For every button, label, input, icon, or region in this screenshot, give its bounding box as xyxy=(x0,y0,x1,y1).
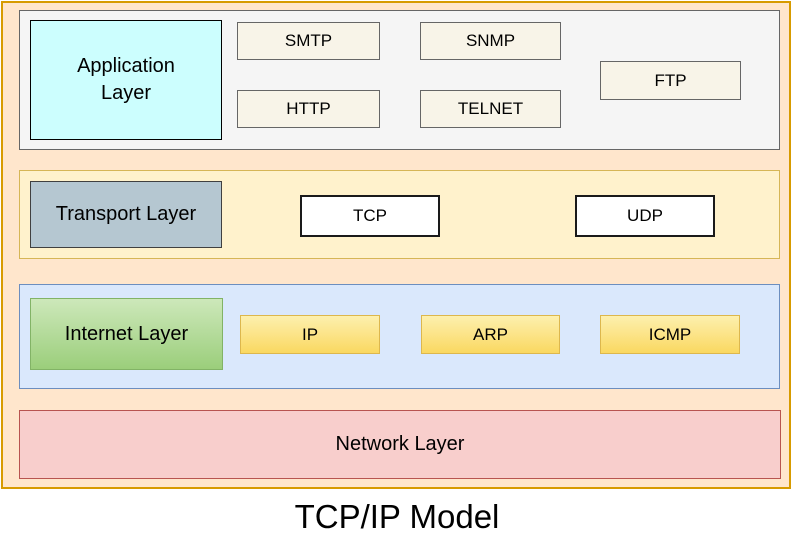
protocol-box-ip: IP xyxy=(240,315,380,354)
network-layer-row: Network Layer xyxy=(19,410,781,479)
protocol-snmp-label: SNMP xyxy=(465,31,516,50)
application-layer-label: Application Layer xyxy=(77,55,175,104)
protocol-arp-label: ARP xyxy=(473,324,508,344)
internet-layer-box: Internet Layer xyxy=(30,298,223,370)
protocol-icmp-label: ICMP xyxy=(648,324,692,344)
protocol-smtp-label: SMTP xyxy=(284,31,333,50)
transport-layer-label: Transport Layer xyxy=(55,203,197,225)
protocol-box-snmp: SNMP xyxy=(420,22,561,60)
protocol-box-telnet: TELNET xyxy=(420,90,561,128)
protocol-udp-label: UDP xyxy=(627,206,663,225)
protocol-box-smtp: SMTP xyxy=(237,22,380,60)
protocol-tcp-label: TCP xyxy=(353,206,387,225)
protocol-box-arp: ARP xyxy=(421,315,560,354)
protocol-telnet-label: TELNET xyxy=(457,99,524,118)
internet-layer-label: Internet Layer xyxy=(64,322,189,345)
transport-layer-box: Transport Layer xyxy=(30,181,222,248)
protocol-http-label: HTTP xyxy=(286,99,331,118)
diagram-title: TCP/IP Model xyxy=(294,498,500,535)
protocol-box-ftp: FTP xyxy=(600,61,741,100)
protocol-ip-label: IP xyxy=(301,324,319,344)
protocol-box-icmp: ICMP xyxy=(600,315,740,354)
application-layer-box: Application Layer xyxy=(30,20,222,140)
protocol-ftp-label: FTP xyxy=(654,70,687,90)
protocol-box-http: HTTP xyxy=(237,90,380,128)
protocol-box-udp: UDP xyxy=(575,195,715,237)
network-layer-label: Network Layer xyxy=(335,433,465,455)
protocol-box-tcp: TCP xyxy=(300,195,440,237)
